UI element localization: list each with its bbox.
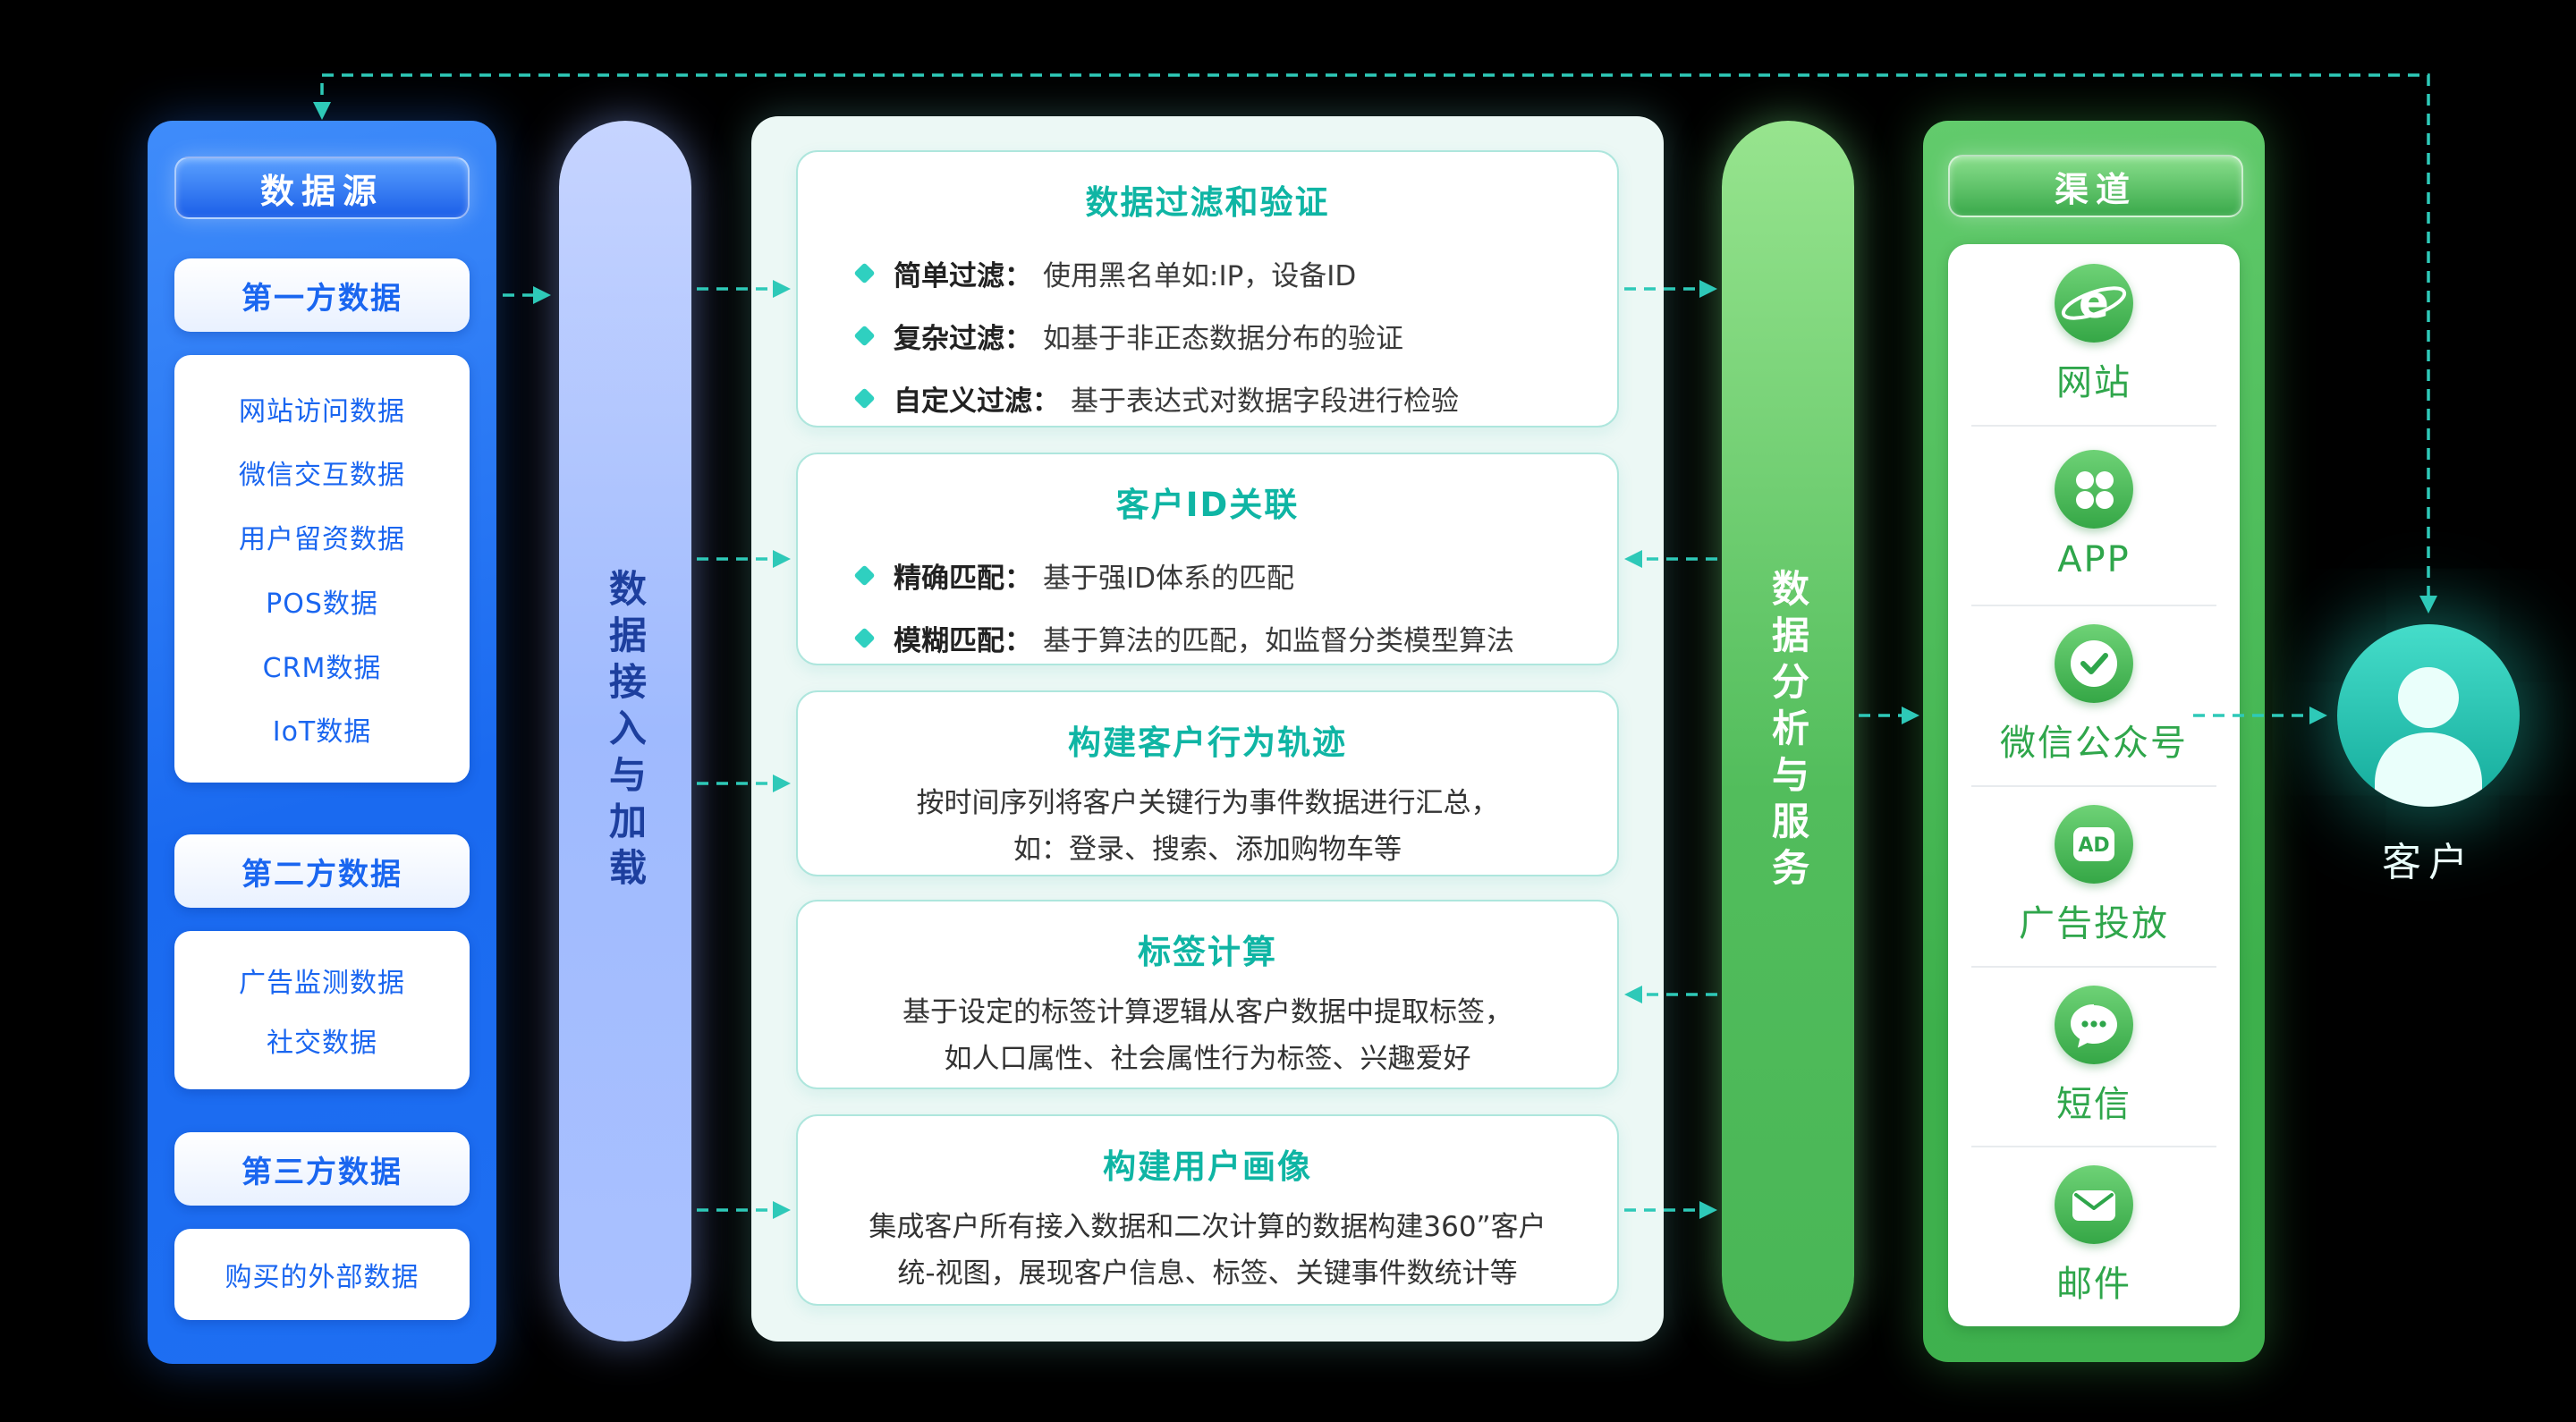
group-label-first-party: 第一方数据 <box>174 258 470 332</box>
pipeline-box-filter-validation: 数据过滤和验证 简单过滤： 使用黑名单如:IP，设备ID 复杂过滤： 如基于非正… <box>796 150 1619 427</box>
channels-panel: 渠道 e 网站 APP <box>1923 121 2265 1362</box>
group-label-second-party: 第二方数据 <box>174 834 470 908</box>
analysis-bar-label: 数据分析与服务 <box>1766 568 1810 894</box>
channel-label: 邮件 <box>2056 1264 2131 1306</box>
data-source-item: 社交数据 <box>267 1028 377 1059</box>
channel-label: APP <box>2057 538 2131 580</box>
data-sources-panel: 数据源 第一方数据 网站访问数据 微信交互数据 用户留资数据 POS数据 CRM… <box>148 121 496 1364</box>
ad-icon: AD <box>2055 804 2133 884</box>
box-description: 集成客户所有接入数据和二次计算的数据构建360”客户 统-视图，展现客户信息、标… <box>869 1211 1546 1290</box>
diamond-bullet-icon <box>853 563 876 587</box>
channel-label: 广告投放 <box>2019 902 2169 944</box>
diamond-bullet-icon <box>853 324 876 347</box>
email-icon <box>2055 1165 2133 1245</box>
data-source-item: 购买的外部数据 <box>225 1262 419 1293</box>
data-source-item: CRM数据 <box>262 652 382 684</box>
third-party-items-box: 购买的外部数据 <box>174 1229 470 1320</box>
box-title: 客户ID关联 <box>1115 486 1300 524</box>
bullet-item: 简单过滤： 使用黑名单如:IP，设备ID <box>853 241 1617 304</box>
channel-row-app: APP <box>1948 424 2240 605</box>
ingest-bar: 数据接入与加载 <box>559 121 691 1342</box>
bullet-item: 复杂过滤： 如基于非正态数据分布的验证 <box>853 304 1617 367</box>
pipeline-box-tag-computation: 标签计算 基于设定的标签计算逻辑从客户数据中提取标签， 如人口属性、社会属性行为… <box>796 900 1619 1089</box>
data-source-item: 用户留资数据 <box>239 524 405 556</box>
pipeline-box-behavior-track: 构建客户行为轨迹 按时间序列将客户关键行为事件数据进行汇总， 如：登录、搜索、添… <box>796 690 1619 876</box>
data-source-item: 微信交互数据 <box>239 460 405 492</box>
channels-title: 渠道 <box>1948 155 2243 217</box>
box-title: 数据过滤和验证 <box>1085 183 1330 222</box>
box-title: 构建客户行为轨迹 <box>1068 724 1347 762</box>
svg-text:e: e <box>2079 276 2109 328</box>
diamond-bullet-icon <box>853 386 876 410</box>
box-description: 按时间序列将客户关键行为事件数据进行汇总， 如：登录、搜索、添加购物车等 <box>916 787 1499 866</box>
customer-avatar-icon <box>2337 624 2520 807</box>
bullet-item: 精确匹配： 基于强ID体系的匹配 <box>853 544 1617 606</box>
first-party-items-box: 网站访问数据 微信交互数据 用户留资数据 POS数据 CRM数据 IoT数据 <box>174 355 470 783</box>
box-title: 构建用户画像 <box>1103 1147 1312 1186</box>
sms-icon <box>2055 985 2133 1064</box>
data-sources-title: 数据源 <box>174 157 470 219</box>
browser-icon: e <box>2055 263 2133 343</box>
channel-row-website: e 网站 <box>1948 244 2240 425</box>
bullet-item: 模糊匹配： 基于算法的匹配，如监督分类模型算法 <box>853 606 1617 669</box>
data-source-item: IoT数据 <box>272 716 372 749</box>
customer-label: 客户 <box>2382 840 2475 885</box>
app-grid-icon <box>2055 449 2133 529</box>
data-source-item: 广告监测数据 <box>239 968 405 999</box>
channel-label: 微信公众号 <box>2000 723 2188 765</box>
channel-label: 短信 <box>2056 1083 2131 1125</box>
channel-row-advertising: AD 广告投放 <box>1948 785 2240 966</box>
second-party-items-box: 广告监测数据 社交数据 <box>174 931 470 1089</box>
channel-row-sms: 短信 <box>1948 965 2240 1147</box>
box-description: 基于设定的标签计算逻辑从客户数据中提取标签， 如人口属性、社会属性行为标签、兴趣… <box>902 996 1513 1075</box>
pipeline-box-id-matching: 客户ID关联 精确匹配： 基于强ID体系的匹配 模糊匹配： 基于算法的匹配，如监… <box>796 453 1619 665</box>
diamond-bullet-icon <box>853 626 876 649</box>
channels-list: e 网站 APP <box>1948 244 2240 1326</box>
ingest-bar-label: 数据接入与加载 <box>603 568 648 894</box>
channel-row-email: 邮件 <box>1948 1146 2240 1326</box>
wechat-official-account-icon <box>2055 624 2133 704</box>
data-source-item: POS数据 <box>266 588 378 620</box>
data-source-item: 网站访问数据 <box>239 395 405 427</box>
channel-label: 网站 <box>2056 361 2131 403</box>
processing-panel: 数据过滤和验证 简单过滤： 使用黑名单如:IP，设备ID 复杂过滤： 如基于非正… <box>751 116 1664 1342</box>
box-title: 标签计算 <box>1138 933 1277 971</box>
analysis-bar: 数据分析与服务 <box>1722 121 1854 1342</box>
svg-text:AD: AD <box>2078 834 2109 857</box>
bullet-item: 自定义过滤： 基于表达式对数据字段进行检验 <box>853 367 1617 429</box>
customer: 客户 <box>2337 624 2520 887</box>
channel-row-wechat-official: 微信公众号 <box>1948 605 2240 785</box>
group-label-third-party: 第三方数据 <box>174 1132 470 1206</box>
pipeline-box-user-profile: 构建用户画像 集成客户所有接入数据和二次计算的数据构建360”客户 统-视图，展… <box>796 1114 1619 1306</box>
diamond-bullet-icon <box>853 261 876 284</box>
